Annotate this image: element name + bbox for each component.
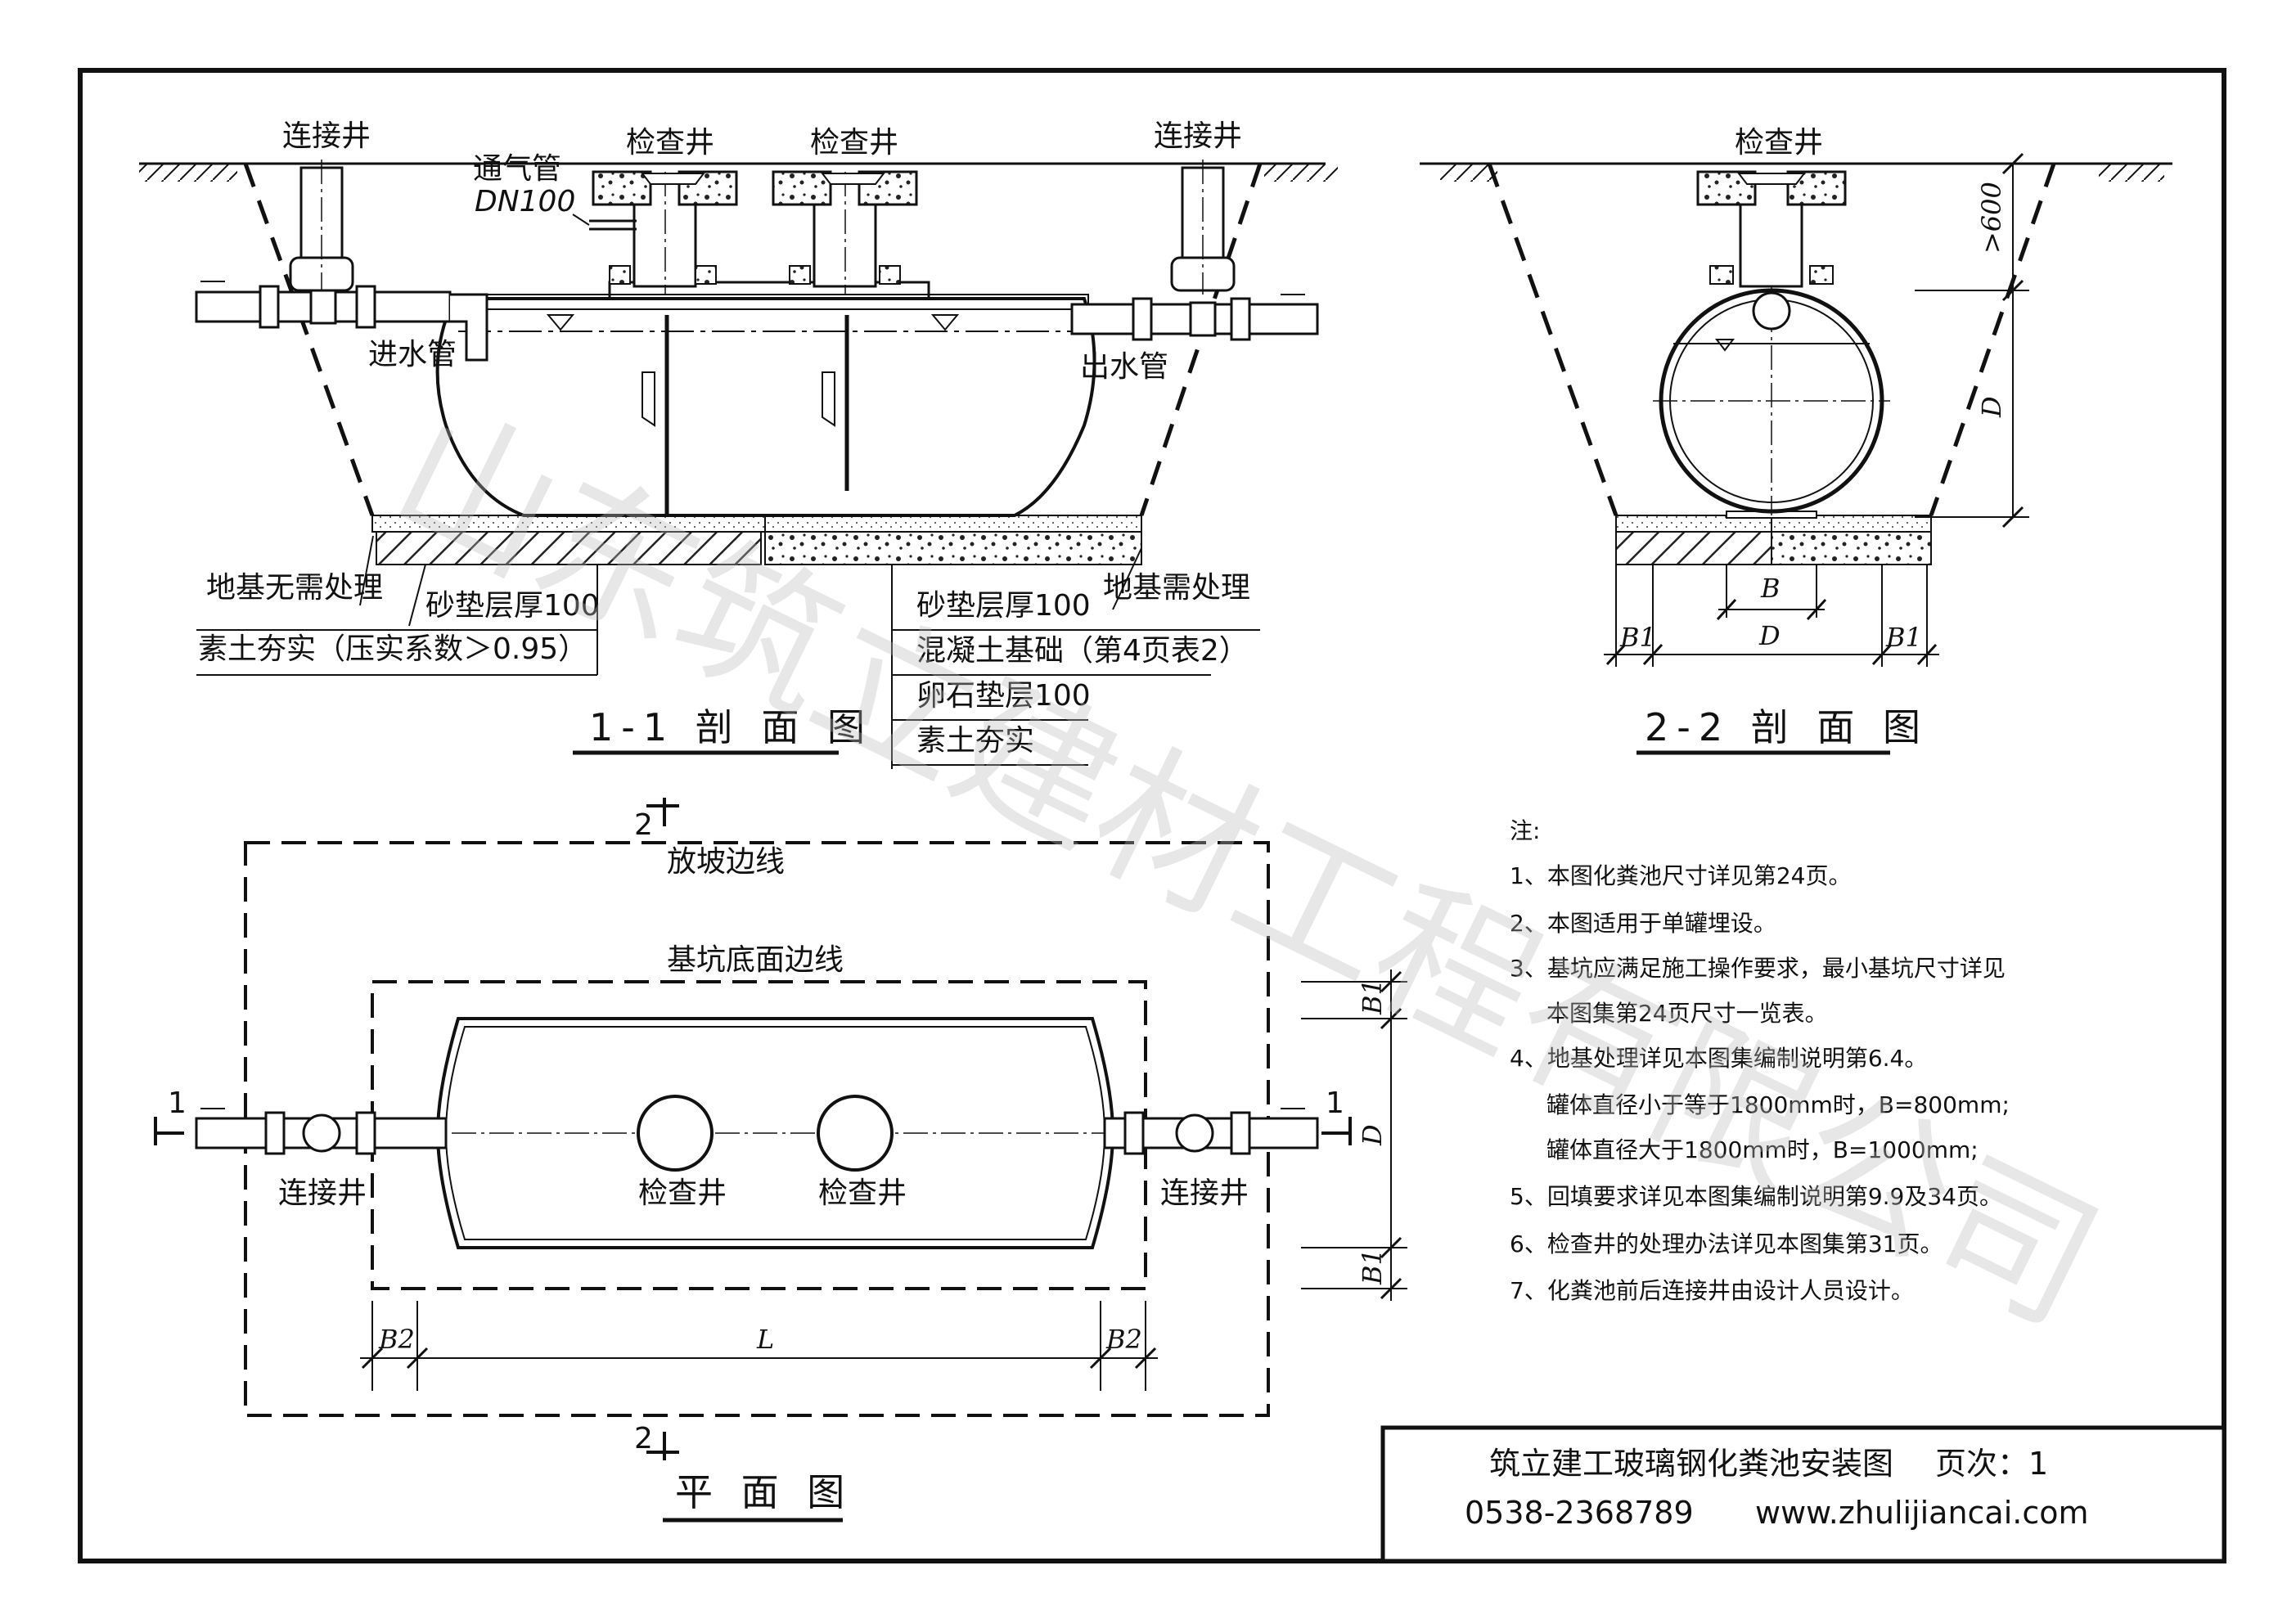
label-plan-inspect-1: 检查井 [638,1176,727,1210]
note-1: 1、本图化粪池尺寸详见第24页。 [1510,862,1851,889]
label-compact-right: 素土夯实 [916,724,1034,758]
note-4-a: 罐体直径小于等于1800mm时，B=800mm; [1546,1091,2010,1118]
title-section-1-1: 1-1 剖 面 图 [589,705,873,749]
plan-view: 2 放坡边线 基坑底面边线 1 1 连接井 检查井 检查井 [154,798,1407,1523]
website: www.zhulijiancai.com [1755,1495,2089,1531]
dim-B1-right: B1 [1885,622,1922,653]
label-pit-line: 基坑底面边线 [667,943,844,977]
note-3: 3、基坑应满足施工操作要求，最小基坑尺寸详见 [1510,955,2006,982]
label-inspect-well-2: 检查井 [810,126,898,160]
dim-B1-left: B1 [1619,622,1656,653]
label-connect-well-right: 连接井 [1154,119,1242,153]
note-7: 7、化粪池前后连接井由设计人员设计。 [1510,1277,1914,1304]
note-6: 6、检查井的处理办法详见本图集第31页。 [1510,1230,1943,1257]
label-foundation-yes: 地基需处理 [1103,571,1250,605]
section-mark-2-top: 2 [634,808,653,842]
title-plan: 平 面 图 [675,1470,853,1514]
label-vent-pipe: 通气管 [473,152,561,186]
note-4: 4、地基处理详见本图集编制说明第6.4。 [1510,1045,1927,1072]
page-number: 页次：1 [1935,1446,2048,1482]
label-vent-dn: DN100 [475,185,575,218]
notes-block: 注: 1、本图化粪池尺寸详见第24页。 2、本图适用于单罐埋设。 3、基坑应满足… [1510,817,2010,1304]
title-section-2-2: 2-2 剖 面 图 [1645,705,1929,749]
section-mark-1-right: 1 [1326,1086,1344,1120]
note-2: 2、本图适用于单罐埋设。 [1510,910,1776,937]
label-foundation-no: 地基无需处理 [206,571,383,605]
phone-number: 0538-2368789 [1465,1495,1694,1531]
label-slope-line: 放坡边线 [667,845,785,879]
note-4-b: 罐体直径大于1800mm时，B=1000mm; [1546,1136,1979,1163]
title-block: 筑立建工玻璃钢化粪池安装图 页次：1 0538-2368789 www.zhul… [1380,1425,2226,1563]
section-mark-1-left: 1 [168,1086,187,1120]
label-concrete: 混凝土基础（第4页表2） [916,634,1249,668]
label-inspect-well-22: 检查井 [1735,126,1823,160]
label-sand-left: 砂垫层厚100 [425,589,600,623]
dim-plan-L: L [756,1324,774,1355]
note-3-cont: 本图集第24页尺寸一览表。 [1546,1000,1828,1027]
note-5: 5、回填要求详见本图集编制说明第9.9及34页。 [1510,1183,2002,1210]
dim-600: >600 [1976,182,2007,254]
label-plan-inspect-2: 检查井 [818,1176,907,1210]
drawing-frame [78,68,2226,1563]
dim-plan-B2-left: B2 [378,1324,415,1355]
dim-B: B [1760,573,1781,604]
section-1-1: 连接井 检查井 检查井 连接井 通气管 DN100 进水管 出水管 地基无需处理… [139,119,1338,769]
dim-plan-D: D [1357,1124,1388,1146]
label-inlet-pipe: 进水管 [368,338,457,371]
section-mark-2-bottom: 2 [634,1422,653,1455]
label-pebble: 卵石垫层100 [916,679,1091,713]
dim-plan-B1-top: B1 [1357,978,1388,1015]
label-connect-well-left: 连接井 [282,119,371,153]
label-outlet-pipe: 出水管 [1080,350,1168,384]
section-2-2: 检查井 >600 D B D B1 B1 2-2 剖 面 图 [1420,126,2172,755]
dim-D-vertical: D [1976,396,2007,418]
dim-plan-B1-bottom: B1 [1357,1248,1388,1285]
dim-plan-B2-right: B2 [1105,1324,1142,1355]
notes-heading: 注: [1510,817,1540,844]
drawing-name: 筑立建工玻璃钢化粪池安装图 [1489,1446,1893,1482]
label-plan-connect-left: 连接井 [278,1176,367,1210]
label-sand-right: 砂垫层厚100 [916,589,1091,623]
label-inspect-well-1: 检查井 [626,126,714,160]
dim-D-horizontal: D [1758,620,1781,651]
label-plan-connect-right: 连接井 [1160,1176,1249,1210]
label-compact-left: 素土夯实（压实系数＞0.95） [198,632,588,666]
